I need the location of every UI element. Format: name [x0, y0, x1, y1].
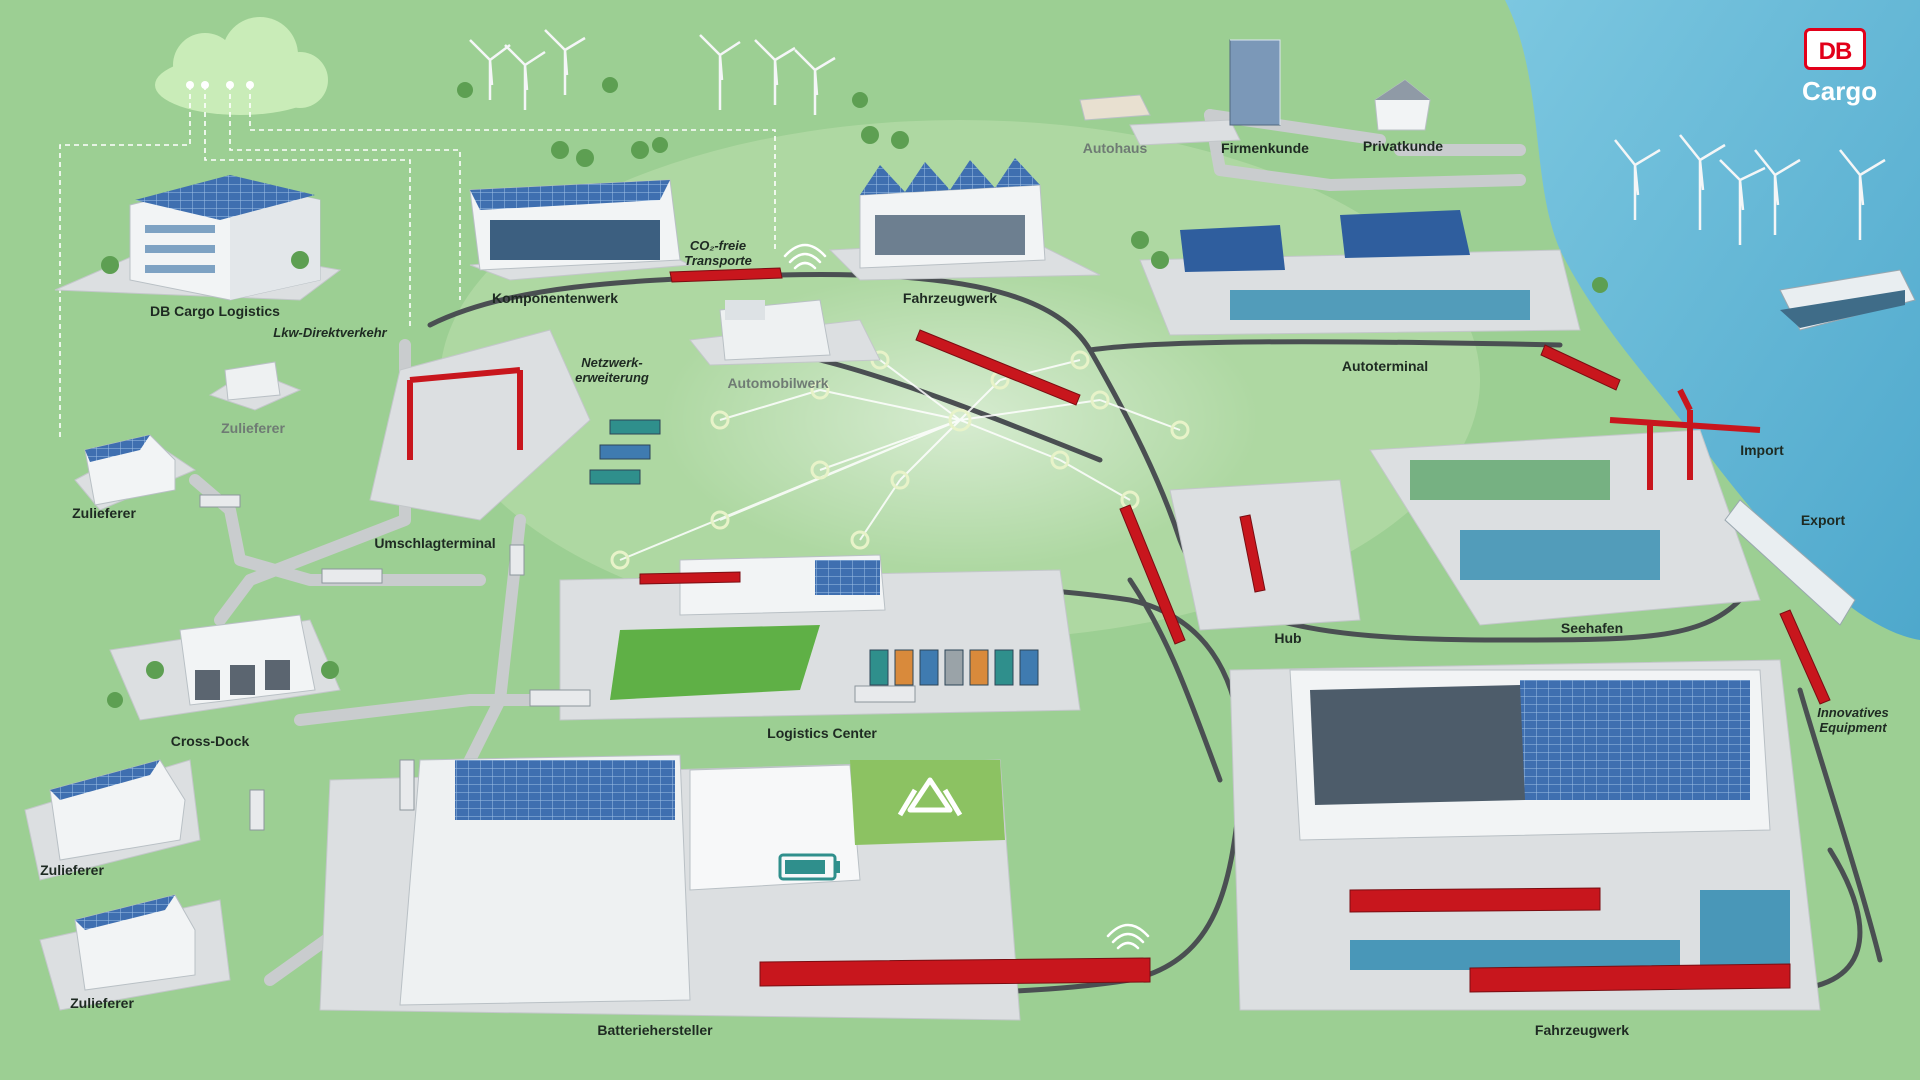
building-db-cargo-logistics [129, 175, 321, 301]
building-zulieferer-left [84, 434, 176, 506]
label-import: Import [1740, 442, 1784, 458]
building-automobilwerk [719, 299, 831, 361]
wind-turbine-icon [469, 29, 1886, 245]
car-park-seehafen [1410, 460, 1660, 580]
truck [199, 494, 916, 831]
label-batteriehersteller: Batteriehersteller [597, 1022, 713, 1038]
gantry-crane [407, 367, 523, 460]
label-db-cargo-logistics: DB Cargo Logistics [150, 303, 280, 319]
building-zulieferer-mid [49, 759, 186, 861]
label-netzwerkerweiterung: Netzwerk- erweiterung [575, 355, 649, 385]
cloud-data-links [59, 85, 776, 440]
label-autohaus: Autohaus [1082, 140, 1148, 156]
label-lkw-direktverkehr: Lkw-Direktverkehr [273, 325, 387, 340]
label-zulieferer-mid: Zulieferer [40, 862, 104, 878]
building-komponentenwerk [469, 179, 681, 271]
brand-name: Cargo [1802, 76, 1878, 106]
container-stacks [589, 419, 1039, 686]
label-seehafen: Seehafen [1560, 620, 1624, 636]
label-zulieferer-upper: Zulieferer [221, 420, 285, 436]
car-park-fahrzeugwerk [1350, 890, 1790, 970]
label-komponentenwerk: Komponentenwerk [491, 290, 619, 306]
cloud-icon [155, 17, 328, 115]
label-co2-freie-transporte: CO₂-freie Transporte [684, 238, 752, 268]
port-crane [1609, 388, 1761, 490]
wifi-icon [783, 243, 1150, 950]
ship [1724, 269, 1916, 626]
car-park-autoterminal [1230, 290, 1530, 320]
label-automobilwerk: Automobilwerk [727, 375, 829, 391]
building-batteriehersteller [399, 754, 1005, 1006]
label-cross-dock: Cross-Dock [170, 733, 250, 749]
trees [101, 77, 1608, 708]
label-zulieferer-bottom: Zulieferer [70, 995, 134, 1011]
building-fahrzeugwerk-top [859, 158, 1046, 269]
building-autoterminal [1180, 210, 1470, 272]
building-fahrzeugwerk-bottom [1289, 669, 1771, 841]
label-zulieferer-left: Zulieferer [72, 505, 136, 521]
label-fahrzeugwerk-bottom: Fahrzeugwerk [1534, 1022, 1630, 1038]
building-cross-dock [179, 614, 316, 706]
building-autohaus [1079, 94, 1151, 121]
building-firmenkunde [1229, 39, 1281, 126]
label-umschlagterminal: Umschlagterminal [374, 535, 496, 551]
db-cargo-logo: DB Cargo [1802, 28, 1878, 107]
label-logistics-center: Logistics Center [767, 725, 877, 741]
label-firmenkunde: Firmenkunde [1221, 140, 1309, 156]
label-hub: Hub [1274, 630, 1302, 646]
building-zulieferer-bottom [74, 894, 196, 991]
building-privatkunde [1374, 79, 1431, 131]
train [639, 267, 1831, 993]
battery-icon [778, 853, 840, 881]
label-privatkunde: Privatkunde [1362, 138, 1444, 154]
label-fahrzeugwerk-top: Fahrzeugwerk [902, 290, 998, 306]
data-network-graph [619, 329, 1181, 561]
label-autoterminal: Autoterminal [1341, 358, 1429, 374]
label-export: Export [1800, 512, 1846, 528]
sea [1505, 0, 1920, 640]
recycle-icon [897, 777, 963, 817]
building-logistics-center [610, 554, 886, 700]
building-zulieferer-upper [224, 361, 281, 401]
label-innovatives-equipment: Innovatives Equipment [1817, 705, 1889, 735]
db-logo-mark: DB [1804, 28, 1866, 70]
